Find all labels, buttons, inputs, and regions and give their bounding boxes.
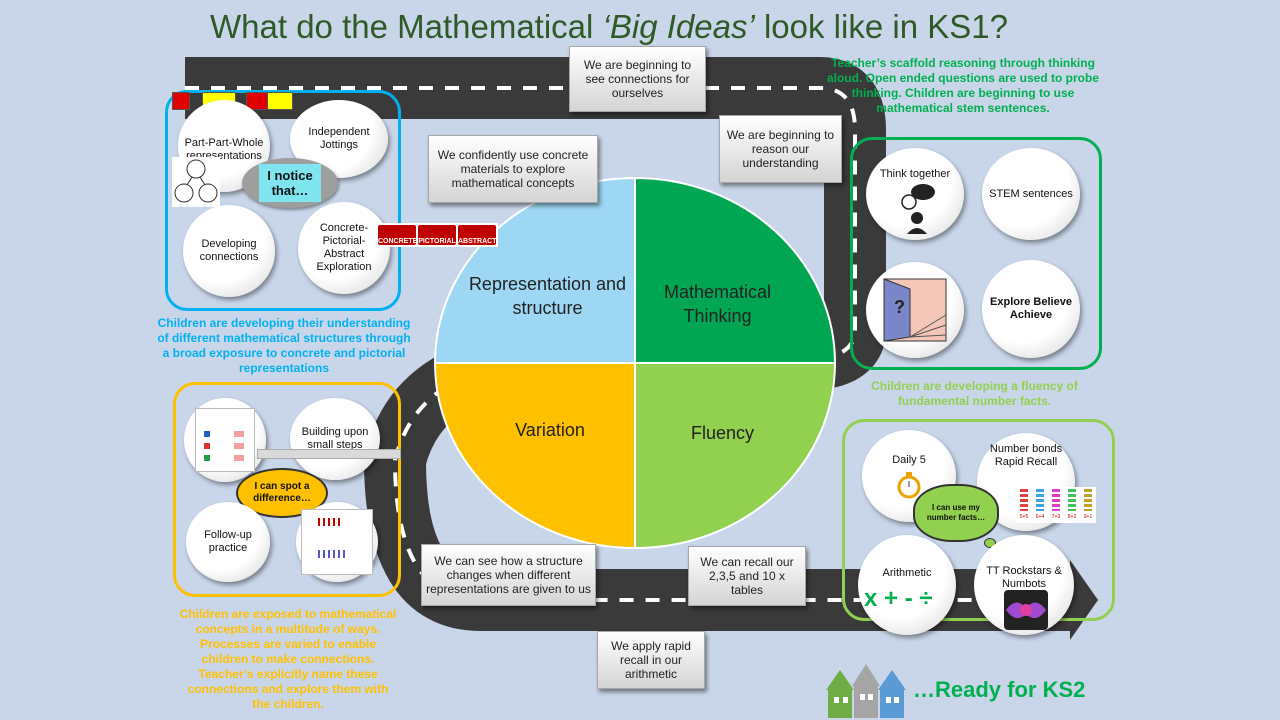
houses-icon (826, 664, 906, 718)
worksheet-circle (184, 398, 266, 482)
quadrant-variation-label: Variation (515, 420, 585, 440)
representation-caption: Children are developing their understand… (157, 316, 411, 375)
quadrant-fluency (634, 362, 837, 550)
page-title: What do the Mathematical ‘Big Ideas’ loo… (210, 8, 1008, 45)
variation-caption: Children are exposed to mathematical con… (179, 607, 397, 711)
arithmetic-symbols: x + - ÷ (864, 585, 933, 612)
explore-door-circle: ? (866, 262, 964, 358)
think-together-label: Think together (879, 168, 951, 180)
explore-believe-achieve-circle: Explore Believe Achieve (982, 260, 1080, 358)
cpa-strip: CONCRETE PICTORIAL ABSTRACT (376, 223, 498, 247)
stem-sentences-circle: STEM sentences (982, 148, 1080, 240)
svg-text:?: ? (894, 297, 905, 317)
quadrant-thinking (634, 176, 837, 364)
road-box-recall: We can recall our 2,3,5 and 10 x tables (688, 546, 806, 606)
big-ideas-pie (433, 176, 837, 550)
road-box-concrete: We confidently use concrete materials to… (428, 135, 598, 203)
ready-for-ks2: …Ready for KS2 (913, 677, 1086, 702)
quadrant-representation-label: Representation and structure (468, 274, 627, 318)
fluency-caption: Children are developing a fluency of fun… (871, 379, 1078, 408)
thinking-panel (850, 137, 1102, 370)
road-box-reason: We are beginning to reason our understan… (719, 115, 842, 183)
variation-panel (173, 382, 401, 597)
rockstars-logo-icon (1004, 590, 1048, 630)
quadrant-representation (433, 176, 636, 364)
open-door-icon: ? (883, 278, 947, 342)
quadrant-thinking-label: Mathematical Thinking (663, 282, 772, 326)
notice-bubble-outer: I notice that… (242, 158, 338, 208)
notice-bubble-text: I notice that… (259, 164, 321, 202)
thinking-person-icon (897, 182, 937, 239)
worksheet-icon (195, 408, 255, 472)
stopwatch-icon (897, 471, 921, 498)
road-box-structure: We can see how a structure changes when … (421, 544, 596, 606)
small-steps-strip (257, 449, 401, 459)
cpa-concrete-label: CONCRETE (378, 225, 417, 245)
quadrant-variation (433, 362, 636, 550)
building-small-steps-circle: Building upon small steps (290, 398, 380, 480)
follow-up-practice-circle: Follow-up practice (186, 502, 270, 582)
pens-worksheet-circle (296, 502, 378, 582)
representation-panel (165, 90, 401, 311)
quadrant-fluency-label: Fluency (690, 423, 755, 443)
part-whole-model-icon (172, 157, 220, 207)
arithmetic-circle: Arithmetic (858, 535, 956, 635)
daily-5-label: Daily 5 (892, 453, 926, 466)
cpa-exploration-circle: Concrete-Pictorial-Abstract Exploration (298, 202, 390, 294)
pens-worksheet-icon (301, 509, 373, 575)
fluency-panel (842, 419, 1115, 621)
thinking-caption: Teacher’s scaffold reasoning through thi… (826, 56, 1100, 115)
cpa-pictorial-label: PICTORIAL (418, 225, 456, 245)
road-box-rapid: We apply rapid recall in our arithmetic (597, 631, 705, 689)
cpa-abstract-label: ABSTRACT (458, 225, 497, 245)
number-facts-bubble: I can use my number facts… (913, 484, 999, 542)
developing-connections-circle: Developing connections (183, 205, 275, 297)
road-box-connections: We are beginning to see connections for … (569, 46, 706, 112)
